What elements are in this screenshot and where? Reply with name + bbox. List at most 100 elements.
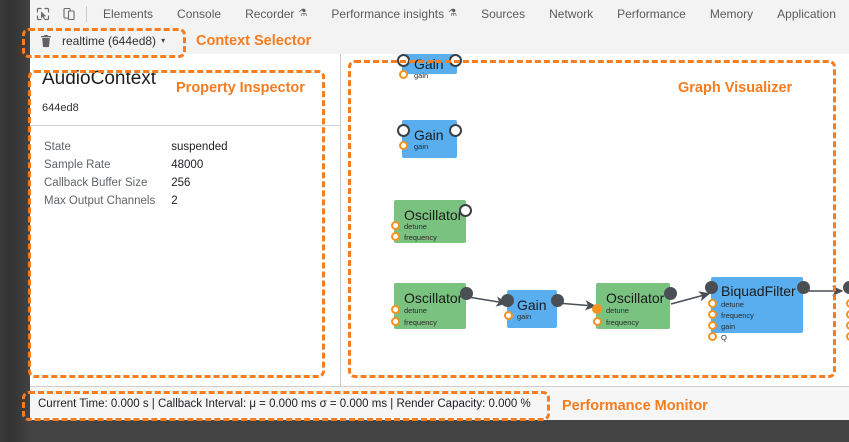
tab-label: Application [777, 6, 836, 21]
node-param-port-gain[interactable] [504, 311, 513, 320]
annotation-label-context-selector: Context Selector [196, 33, 312, 49]
tab-performance[interactable]: Performance [605, 1, 698, 27]
node-param-port-gain[interactable] [708, 321, 717, 330]
graph-node-gain[interactable]: Gain gain [397, 120, 462, 158]
node-param-port-gain[interactable] [399, 141, 408, 150]
node-param-port-q[interactable] [708, 332, 717, 341]
tab-application[interactable]: Application [765, 1, 848, 27]
node-param-label: frequency [404, 318, 437, 327]
device-toolbar-icon[interactable] [56, 1, 82, 27]
node-output-port[interactable] [449, 124, 462, 137]
property-key: Callback Buffer Size [44, 177, 148, 189]
node-title: Oscillator [404, 207, 463, 223]
node-param-port-gain[interactable] [846, 321, 849, 330]
tab-label: Memory [709, 6, 754, 21]
page-title: AudioContext [42, 68, 157, 89]
node-input-port[interactable] [397, 124, 410, 137]
pane-splitter[interactable] [340, 54, 341, 386]
graph-node-oscillator[interactable]: Oscillator detune frequency [391, 200, 472, 243]
property-value: 48000 [171, 159, 204, 171]
node-title: Oscillator [404, 290, 463, 306]
context-selector-dropdown[interactable]: realtime (644ed8) ▾ [58, 34, 169, 48]
node-param-port-frequency[interactable] [391, 232, 400, 241]
node-title: Oscillator [606, 290, 665, 306]
edge [670, 291, 711, 305]
tabbar-divider [86, 5, 87, 22]
node-param-port-frequency[interactable] [593, 317, 602, 326]
tab-label: Elements [103, 6, 154, 21]
node-param-label: detune [404, 306, 427, 315]
tab-elements[interactable]: Elements [91, 1, 165, 27]
node-input-port[interactable] [501, 294, 514, 307]
context-id: 644ed8 [42, 102, 79, 114]
property-value: 256 [171, 177, 191, 189]
performance-monitor-bar: Current Time: 0.000 s | Callback Interva… [30, 386, 849, 420]
context-selector-value: realtime (644ed8) [62, 33, 157, 48]
node-input-port[interactable] [705, 281, 718, 294]
annotation-label-property-inspector: Property Inspector [176, 80, 305, 96]
webaudio-main: AudioContext 644ed8 State suspended Samp… [30, 54, 849, 386]
node-param-label: gain [721, 322, 736, 331]
annotation-label-performance-monitor: Performance Monitor [562, 398, 708, 414]
node-param-label: gain [517, 312, 532, 321]
audio-graph-canvas[interactable]: Gain gain Gain gain [341, 54, 849, 386]
tab-performance-insights[interactable]: Performance insights ⚗ [319, 1, 469, 27]
node-output-port[interactable] [797, 281, 810, 294]
trash-icon[interactable] [34, 29, 58, 53]
performance-monitor-text: Current Time: 0.000 s | Callback Interva… [38, 398, 531, 410]
tab-network[interactable]: Network [537, 1, 605, 27]
graph-node-gain[interactable]: Gain gain [397, 54, 462, 79]
inspect-element-icon[interactable] [30, 1, 56, 27]
node-param-label: detune [721, 300, 744, 309]
node-param-port-frequency[interactable] [846, 310, 849, 319]
table-row: Sample Rate 48000 [44, 156, 228, 174]
node-param-port-detune[interactable] [391, 305, 400, 314]
tab-label: Console [177, 6, 222, 21]
node-param-port-q[interactable] [846, 332, 849, 341]
graph-node-oscillator[interactable]: Oscillator detune frequency [391, 283, 473, 329]
node-param-port-frequency[interactable] [391, 317, 400, 326]
property-inspector-pane: AudioContext 644ed8 State suspended Samp… [30, 54, 340, 386]
node-param-label: gain [414, 142, 429, 151]
node-param-port-detune[interactable] [592, 304, 602, 314]
node-param-label: frequency [606, 318, 639, 327]
tab-sources[interactable]: Sources [469, 1, 537, 27]
tab-console[interactable]: Console [165, 1, 233, 27]
graph-visualizer-pane[interactable]: Gain gain Gain gain [341, 54, 849, 386]
node-output-port[interactable] [664, 287, 677, 300]
graph-node-oscillator[interactable]: Oscillator detune frequency [592, 283, 677, 329]
tab-label: Recorder [245, 6, 295, 21]
node-param-port-detune[interactable] [846, 299, 849, 308]
node-input-port[interactable] [843, 281, 849, 294]
node-param-label: frequency [721, 311, 754, 320]
node-param-label: gain [414, 71, 429, 80]
node-param-label: frequency [404, 233, 437, 242]
property-table: State suspended Sample Rate 48000 Callba… [44, 138, 228, 210]
node-output-port[interactable] [551, 294, 564, 307]
property-key: State [44, 141, 71, 153]
devtools-tabbar: Elements Console Recorder ⚗ Performance … [30, 0, 849, 28]
node-param-port-gain[interactable] [399, 70, 408, 79]
node-output-port[interactable] [449, 54, 462, 67]
node-title: Gain [517, 297, 547, 313]
table-row: Callback Buffer Size 256 [44, 174, 228, 192]
node-output-port[interactable] [460, 287, 473, 300]
node-output-port[interactable] [459, 204, 472, 217]
tab-memory[interactable]: Memory [698, 1, 765, 27]
node-param-port-frequency[interactable] [708, 310, 717, 319]
divider [30, 125, 340, 126]
devtools-window: Elements Console Recorder ⚗ Performance … [30, 0, 849, 420]
tab-label: Sources [481, 6, 526, 21]
node-param-port-detune[interactable] [708, 299, 717, 308]
property-key: Max Output Channels [44, 195, 156, 207]
node-title: BiquadFilter [721, 283, 796, 299]
node-input-port[interactable] [397, 54, 410, 67]
experimental-flask-icon: ⚗ [448, 7, 458, 19]
context-selector-toolbar: realtime (644ed8) ▾ [30, 27, 849, 55]
node-title: Gain [414, 127, 444, 143]
node-param-port-detune[interactable] [391, 221, 400, 230]
graph-node-biquadfilter[interactable]: BiquadFilter detune frequency gain Q [705, 277, 810, 341]
graph-node-gain[interactable]: Gain gain [501, 290, 564, 328]
tab-recorder[interactable]: Recorder ⚗ [233, 1, 319, 27]
